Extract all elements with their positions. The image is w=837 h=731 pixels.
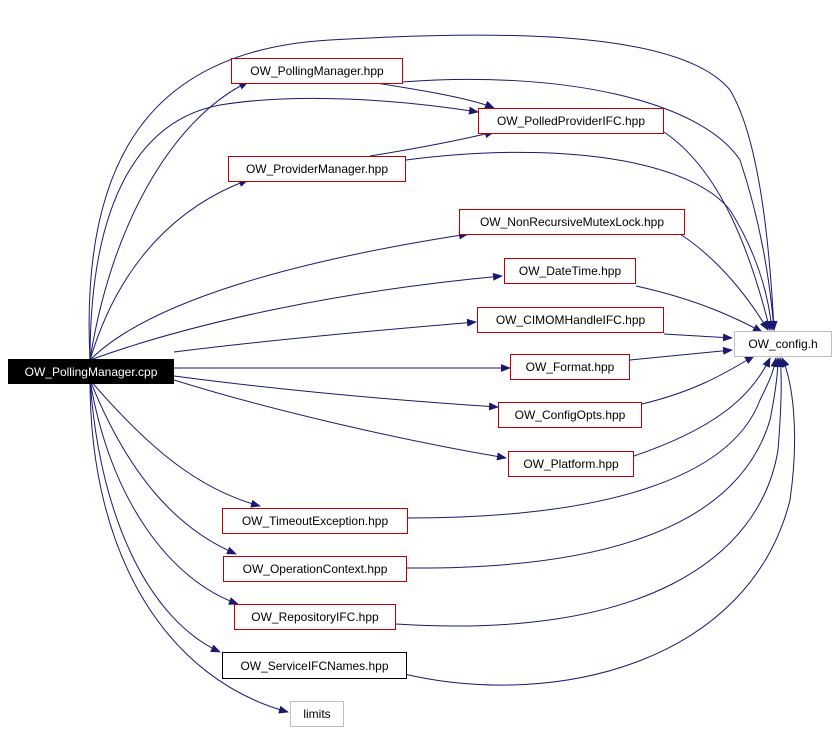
- node-provider-manager-hpp[interactable]: OW_ProviderManager.hpp: [228, 156, 406, 182]
- node-format-hpp[interactable]: OW_Format.hpp: [510, 354, 630, 380]
- edge-provider-manager-hpp-config-h: [405, 151, 776, 331]
- node-polled-provider-ifc-hpp[interactable]: OW_PolledProviderIFC.hpp: [478, 108, 664, 134]
- edge-root-provider-manager-hpp: [89, 179, 249, 361]
- edge-root-repository-ifc-hpp: [89, 379, 239, 605]
- node-non-recursive-mutex-lock-hpp[interactable]: OW_NonRecursiveMutexLock.hpp: [459, 209, 685, 235]
- node-config-h: OW_config.h: [734, 331, 832, 357]
- edge-root-config-opts-hpp: [173, 375, 499, 411]
- edge-provider-manager-hpp-polled-provider-ifc-hpp: [369, 130, 495, 157]
- node-date-time-hpp[interactable]: OW_DateTime.hpp: [504, 258, 636, 284]
- edge-root-platform-hpp: [173, 379, 507, 461]
- node-limits: limits: [290, 701, 344, 727]
- edge-non-recursive-mutex-lock-hpp-config-h: [679, 233, 769, 331]
- edge-root-service-ifc-names-hpp: [89, 379, 221, 653]
- edge-cimom-handle-ifc-hpp-config-h: [663, 333, 733, 342]
- node-platform-hpp[interactable]: OW_Platform.hpp: [508, 451, 634, 477]
- node-root-polling-manager-cpp: OW_PollingManager.cpp: [8, 359, 174, 384]
- edge-operation-context-hpp-config-h: [405, 357, 782, 569]
- edge-polling-manager-hpp-config-h: [401, 78, 778, 331]
- edge-root-polling-manager-hpp: [89, 81, 249, 361]
- edge-root-non-recursive-mutex-lock-hpp: [89, 231, 469, 361]
- edge-repository-ifc-hpp-config-h: [395, 357, 786, 627]
- edge-root-limits: [89, 379, 289, 714]
- node-cimom-handle-ifc-hpp[interactable]: OW_CIMOMHandleIFC.hpp: [477, 307, 664, 333]
- edge-date-time-hpp-config-h: [635, 285, 763, 333]
- node-config-opts-hpp[interactable]: OW_ConfigOpts.hpp: [498, 402, 642, 428]
- edge-polling-manager-hpp-polled-provider-ifc-hpp: [369, 81, 495, 109]
- node-polling-manager-hpp[interactable]: OW_PollingManager.hpp: [231, 58, 403, 84]
- edge-timeout-exception-hpp-config-h: [407, 357, 779, 519]
- edge-format-hpp-config-h: [629, 346, 733, 361]
- edge-platform-hpp-config-h: [633, 357, 771, 457]
- edge-root-config-h: [88, 34, 778, 361]
- edge-root-operation-context-hpp: [89, 379, 237, 555]
- edge-polled-provider-ifc-hpp-config-h: [663, 131, 772, 331]
- edge-root-cimom-handle-ifc-hpp: [173, 318, 477, 353]
- node-operation-context-hpp[interactable]: OW_OperationContext.hpp: [223, 556, 407, 582]
- node-service-ifc-names-hpp[interactable]: OW_ServiceIFCNames.hpp: [222, 652, 407, 679]
- node-timeout-exception-hpp[interactable]: OW_TimeoutException.hpp: [222, 508, 408, 534]
- edge-root-timeout-exception-hpp: [89, 379, 261, 508]
- node-repository-ifc-hpp[interactable]: OW_RepositoryIFC.hpp: [234, 604, 396, 630]
- edge-config-opts-hpp-config-h: [641, 355, 755, 405]
- edge-service-ifc-names-hpp-config-h: [403, 357, 796, 686]
- edge-root-date-time-hpp: [89, 272, 503, 361]
- edge-root-polled-provider-ifc-hpp: [89, 97, 479, 361]
